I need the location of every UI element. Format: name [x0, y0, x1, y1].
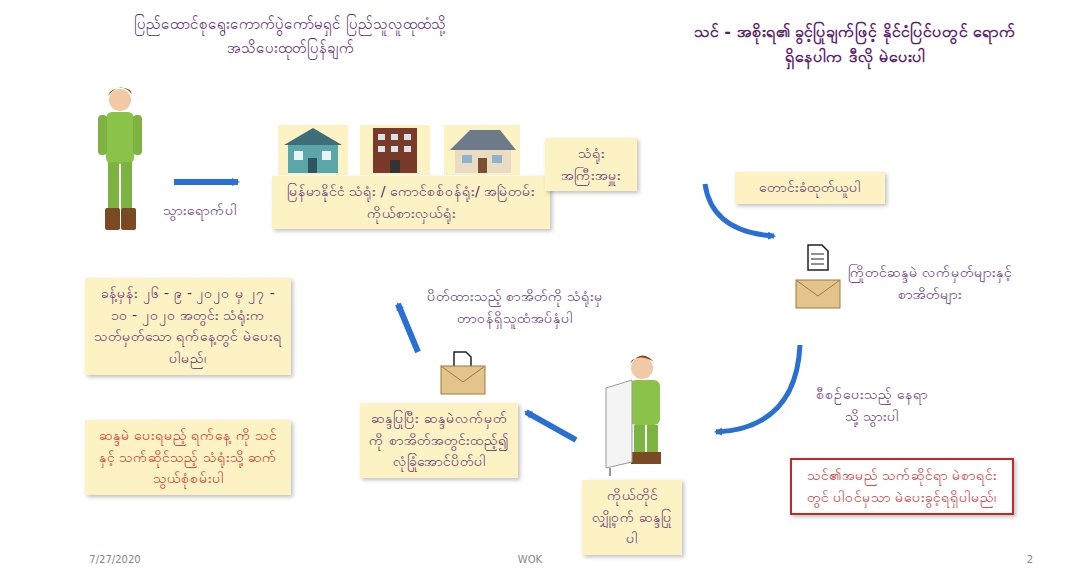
officer-box: သံရုံး အကြီးအမှူး [545, 138, 637, 191]
date-box: ခန့်မှန်း ၂၆ - ၉ - ၂၀၂၀ မှ ၂၇ - ၁၀ - ၂၀၂… [85, 278, 291, 375]
arrow [174, 179, 238, 185]
arrow [398, 304, 418, 352]
buildings [278, 125, 520, 175]
office-box: မြန်မာနိုင်ငံ သံရုံး / ကောင်စစ်ဝန်ရုံး/ … [272, 176, 550, 229]
envelope-icon [796, 245, 840, 308]
step-label: သွားရောက်ပါ [150, 200, 250, 222]
person-figure [98, 87, 142, 230]
subheading: သင် - အစိုးရ၏ ခွင့်ပြုချက်ဖြင့် နိုင်ငံပ… [690, 20, 1020, 70]
heading: ပြည်ထောင်စုရွေးကောက်ပွဲကော်မရှင် ပြည်သူလ… [120, 12, 460, 60]
box-text: တောင်းခံထုတ်ယူပါ [742, 177, 878, 199]
arrow [526, 412, 576, 440]
box-text: ဆန္ဒမဲ ပေးရမည့် ရက်နေ့ ကို သင် နှင့် သက်… [92, 425, 284, 490]
step-label: စီစဉ်ပေးသည့် နေရာသို့ သွားပါ [812, 384, 932, 427]
box-text: သံရုံး အကြီးအမှူး [552, 143, 630, 186]
box-text: မြန်မာနိုင်ငံ သံရုံး / ကောင်စစ်ဝန်ရုံး/ … [279, 181, 543, 224]
box-text: ဆန္ဒပြုပြီး ဆန္ဒမဲလက်မှတ်ကို စာအိတ်အတွင်… [367, 408, 511, 473]
step-label: ပိတ်ထားသည့် စာအိတ်ကို သံရုံးမှ တာဝန်ရှိသ… [425, 286, 605, 329]
box-text: ခန့်မှန်း ၂၆ - ၉ - ၂၀၂၀ မှ ၂၇ - ၁၀ - ၂၀၂… [92, 283, 284, 370]
warning-box: သင်၏အမည် သက်ဆိုင်ရာ မဲစာရင်းတွင် ပါဝင်မှ… [790, 458, 1014, 515]
footer-text: WOK [510, 554, 550, 566]
curved-arrow [716, 345, 800, 432]
step-box: တောင်းခံထုတ်ယူပါ [735, 172, 885, 204]
step-box: ကိုယ်တိုင် လျှို့ဝှက် ဆန္ဒပြုပါ [582, 480, 682, 555]
voting-figure [606, 355, 661, 476]
step-box: ဆန္ဒပြုပြီး ဆန္ဒမဲလက်မှတ်ကို စာအိတ်အတွင်… [360, 403, 518, 478]
note-box: ဆန္ဒမဲ ပေးရမည့် ရက်နေ့ ကို သင် နှင့် သက်… [85, 420, 291, 495]
envelope-icon [441, 352, 485, 394]
footer-date: 7/27/2020 [80, 554, 150, 566]
box-text: ကိုယ်တိုင် လျှို့ဝှက် ဆန္ဒပြုပါ [589, 485, 675, 550]
page-number: 2 [1020, 554, 1040, 566]
step-label: ကြိုတင်ဆန္ဒမဲ လက်မှတ်များနှင့် စာအိတ်မျာ… [845, 262, 1015, 305]
box-text: သင်၏အမည် သက်ဆိုင်ရာ မဲစာရင်းတွင် ပါဝင်မှ… [799, 465, 1005, 508]
